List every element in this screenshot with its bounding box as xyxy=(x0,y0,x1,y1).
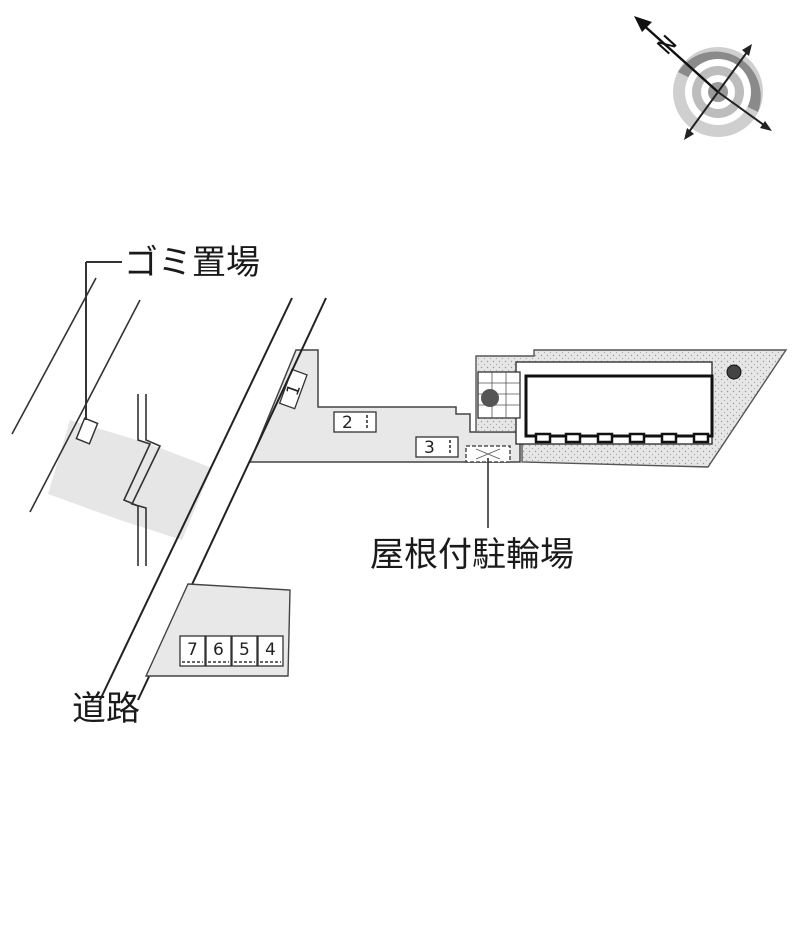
building-notches xyxy=(534,432,710,444)
compass-north-arrowhead xyxy=(634,16,652,32)
break-mark-1 xyxy=(122,394,152,566)
parking-slot-4-number: 4 xyxy=(265,640,276,660)
building-plot xyxy=(475,349,788,468)
road-edge-left xyxy=(99,297,293,701)
garbage-area: ゴミ置場 xyxy=(48,243,260,540)
parking-slot-3-number: 3 xyxy=(424,438,435,458)
parking-slot-7: 7 xyxy=(179,635,206,667)
parking-slot-6: 6 xyxy=(205,635,232,667)
parking-slot-1: 1 xyxy=(278,368,308,410)
compass: N xyxy=(634,16,772,140)
bike-shelter: 屋根付駐輪場 xyxy=(370,445,574,575)
parking-slot-2: 2 xyxy=(333,411,377,433)
parking-slot-7-number: 7 xyxy=(187,640,198,660)
compass-axis-1-head xyxy=(742,44,752,56)
parking-slot-5: 5 xyxy=(231,635,258,667)
left-boundary-line-2 xyxy=(29,299,141,513)
parking-slot-2-number: 2 xyxy=(342,413,353,433)
break-mark-2 xyxy=(130,394,162,566)
garbage-strip-right xyxy=(120,444,212,540)
lot-shape xyxy=(248,349,521,463)
compass-axis-1-tail xyxy=(684,128,694,140)
entrance-shrub xyxy=(481,389,499,407)
building-body xyxy=(524,374,714,438)
compass-axis-2-head xyxy=(760,121,772,131)
parking-slot-4: 4 xyxy=(257,635,284,667)
left-boundary-line-1 xyxy=(11,277,97,435)
parking-slot-6-number: 6 xyxy=(213,640,224,660)
parking-slot-5-number: 5 xyxy=(239,640,250,660)
road-label: 道路 xyxy=(72,689,140,729)
parking-slot-3: 3 xyxy=(415,436,459,458)
main-lot xyxy=(248,349,521,463)
garbage-strip xyxy=(48,420,150,520)
garbage-bin xyxy=(75,417,99,445)
bike-shelter-label: 屋根付駐輪場 xyxy=(370,535,574,575)
compass-axis-2 xyxy=(717,91,769,129)
garbage-label: ゴミ置場 xyxy=(124,243,260,283)
tree-icon xyxy=(726,364,742,380)
compass-north-arrow-line xyxy=(639,21,719,93)
